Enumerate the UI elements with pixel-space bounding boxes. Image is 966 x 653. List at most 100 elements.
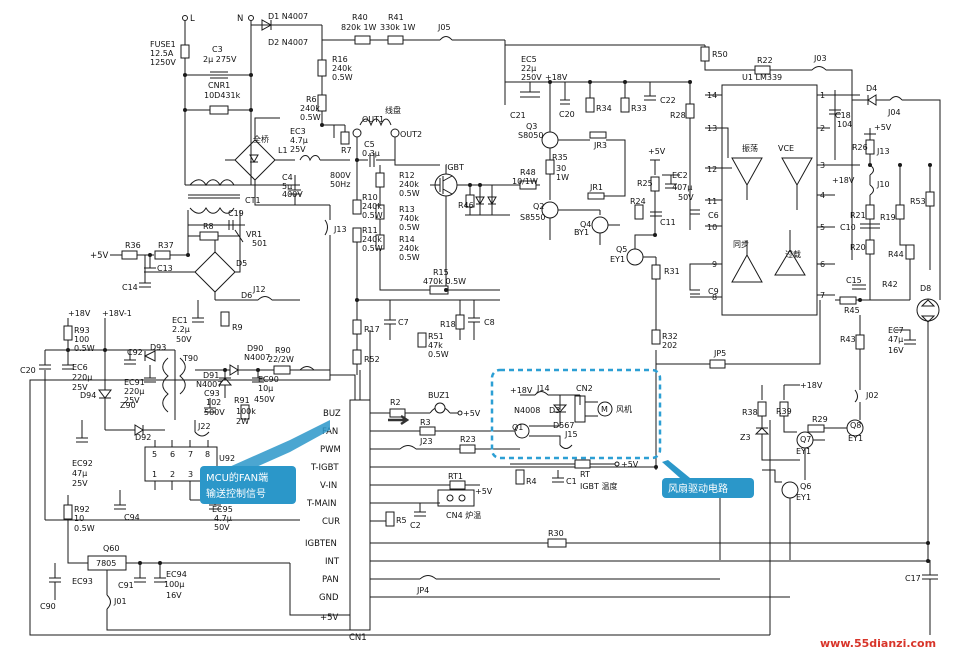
- resistor-r35: [545, 159, 555, 175]
- resistor-r44: [905, 244, 915, 260]
- label-r91-value: 100k: [236, 407, 256, 416]
- label-fuse1-rating-v: 1250V: [150, 58, 176, 67]
- resistor-r22: [754, 65, 771, 75]
- label-r5: R5: [396, 516, 407, 525]
- label-r35-value: 30: [556, 164, 566, 173]
- label-r10-value: 240k: [362, 202, 382, 211]
- label-r14-power: 0.5W: [399, 253, 420, 262]
- label-r91: R91: [234, 396, 250, 405]
- resistor-r36: [121, 250, 138, 260]
- label-d3: D3: [549, 406, 560, 415]
- label-j03: J03: [813, 54, 827, 63]
- cn1-pin-buz: BUZ: [323, 409, 341, 419]
- label-d94: D94: [80, 391, 96, 400]
- resistor-r31: [651, 264, 661, 280]
- label-ct1: CT1: [245, 196, 261, 205]
- resistor-r34: [585, 97, 595, 113]
- label-r8: R8: [203, 222, 214, 231]
- resistor-r20: [865, 239, 875, 255]
- bridge-section: 全桥 L1 C4 5μ 400V R16 240k 0.5W R6 240k 0…: [225, 40, 353, 206]
- label-ec94: EC94: [166, 570, 187, 579]
- label-r39: R39: [776, 407, 792, 416]
- label-r11-value: 240k: [362, 235, 382, 244]
- label-z3: Z3: [740, 433, 751, 442]
- label-aux-18v-1: +18V-1: [102, 309, 132, 318]
- transistor-q1: [514, 423, 530, 439]
- label-ec91-value: 220μ: [124, 387, 144, 396]
- resistor-r23: [459, 444, 476, 454]
- label-r2: R2: [390, 398, 401, 407]
- label-jp5: JP5: [713, 349, 726, 358]
- thermistor-rt1: [449, 480, 466, 490]
- label-ec2: EC2: [672, 171, 688, 180]
- label-ec6-value: 220μ: [72, 373, 92, 382]
- lower-middle-section: R2 BUZ1 +5V R3 J23 R23 +18V J14 CN2 M 风机…: [29, 384, 771, 636]
- label-ec94-voltage: 16V: [166, 591, 182, 600]
- resistor-r45: [839, 296, 857, 305]
- label-r11: R11: [362, 226, 378, 235]
- label-right-5v: +5V: [874, 123, 892, 132]
- resistor-r38: [757, 401, 767, 417]
- label-r16-value: 240k: [332, 64, 352, 73]
- label-r36: R36: [125, 241, 141, 250]
- resistor-r90: [273, 365, 291, 375]
- label-ec95-value: 4.7μ: [214, 514, 232, 523]
- label-r16-power: 0.5W: [332, 73, 353, 82]
- label-r52: R52: [364, 355, 380, 364]
- comparator-sync: [731, 253, 763, 283]
- label-cn4-5v: +5V: [475, 487, 493, 496]
- label-c10: C10: [840, 223, 856, 232]
- coil-igbt-section: OUT1 线盘 OUT2 C5 0.3μ IGBT R46 R10 240k 0…: [324, 105, 540, 375]
- label-r18: R18: [440, 320, 456, 329]
- label-ec95: EC95: [212, 505, 233, 514]
- resistor-r24: [634, 204, 644, 220]
- resistor-r50: [700, 46, 710, 62]
- label-j04: J04: [887, 108, 901, 117]
- callout-fan-drive: 风扇驱动电路: [668, 482, 728, 495]
- resistor-r6: [317, 94, 327, 112]
- label-ec3-voltage: 25V: [290, 145, 306, 154]
- label-igbt-temp: IGBT 温度: [580, 481, 617, 491]
- label-c3b-freq: 50Hz: [330, 180, 350, 189]
- label-ec6: EC6: [72, 363, 88, 372]
- label-c5: C5: [364, 140, 375, 149]
- annotations: MCU的FAN端 输送控制信号 风扇驱动电路: [200, 368, 754, 504]
- label-l1: L1: [278, 146, 288, 155]
- resistor-r29: [807, 424, 825, 433]
- ct1-section: CT1 C19 R8 VR1 501 D5 D6 +5V R36 R37 C13…: [90, 179, 300, 344]
- label-ec7-value: 47μ: [888, 335, 903, 344]
- resistor-r30: [547, 538, 567, 548]
- resistor-r17: [352, 319, 362, 335]
- resistor-r52: [352, 349, 362, 365]
- label-q7: Q7: [800, 435, 811, 444]
- resistor-r46: [465, 194, 475, 208]
- label-drive-5v: +5V: [648, 147, 666, 156]
- label-sync: 同步: [733, 240, 749, 249]
- label-r4: R4: [526, 477, 537, 486]
- resistor-r7: [340, 131, 350, 145]
- label-ec5-rail: +18V: [545, 73, 568, 82]
- resistor-r28: [685, 103, 695, 119]
- label-r17: R17: [364, 325, 380, 334]
- label-c93: C93: [204, 389, 220, 398]
- diode-d1: [261, 19, 273, 31]
- u92-pin-8: 8: [205, 450, 210, 459]
- label-rt: RT: [580, 470, 590, 479]
- label-vce: VCE: [778, 144, 794, 153]
- label-r7: R7: [341, 146, 352, 155]
- label-r6: R6: [306, 95, 317, 104]
- watermark: www.55dianzi.com: [820, 637, 936, 650]
- fuse1: [180, 44, 190, 59]
- label-ec2-value: 407μ: [672, 183, 692, 192]
- label-j01: J01: [113, 597, 127, 606]
- label-r50: R50: [712, 50, 728, 59]
- label-d6: D6: [241, 291, 252, 300]
- label-r33: R33: [631, 104, 647, 113]
- label-c6: C6: [708, 211, 719, 220]
- label-r92-value: 10: [74, 514, 84, 523]
- ic-u92: [144, 446, 218, 482]
- label-c9: C9: [708, 287, 719, 296]
- label-r51-power: 0.5W: [428, 350, 449, 359]
- label-r92-power: 0.5W: [74, 524, 95, 533]
- label-r15: R15: [433, 268, 449, 277]
